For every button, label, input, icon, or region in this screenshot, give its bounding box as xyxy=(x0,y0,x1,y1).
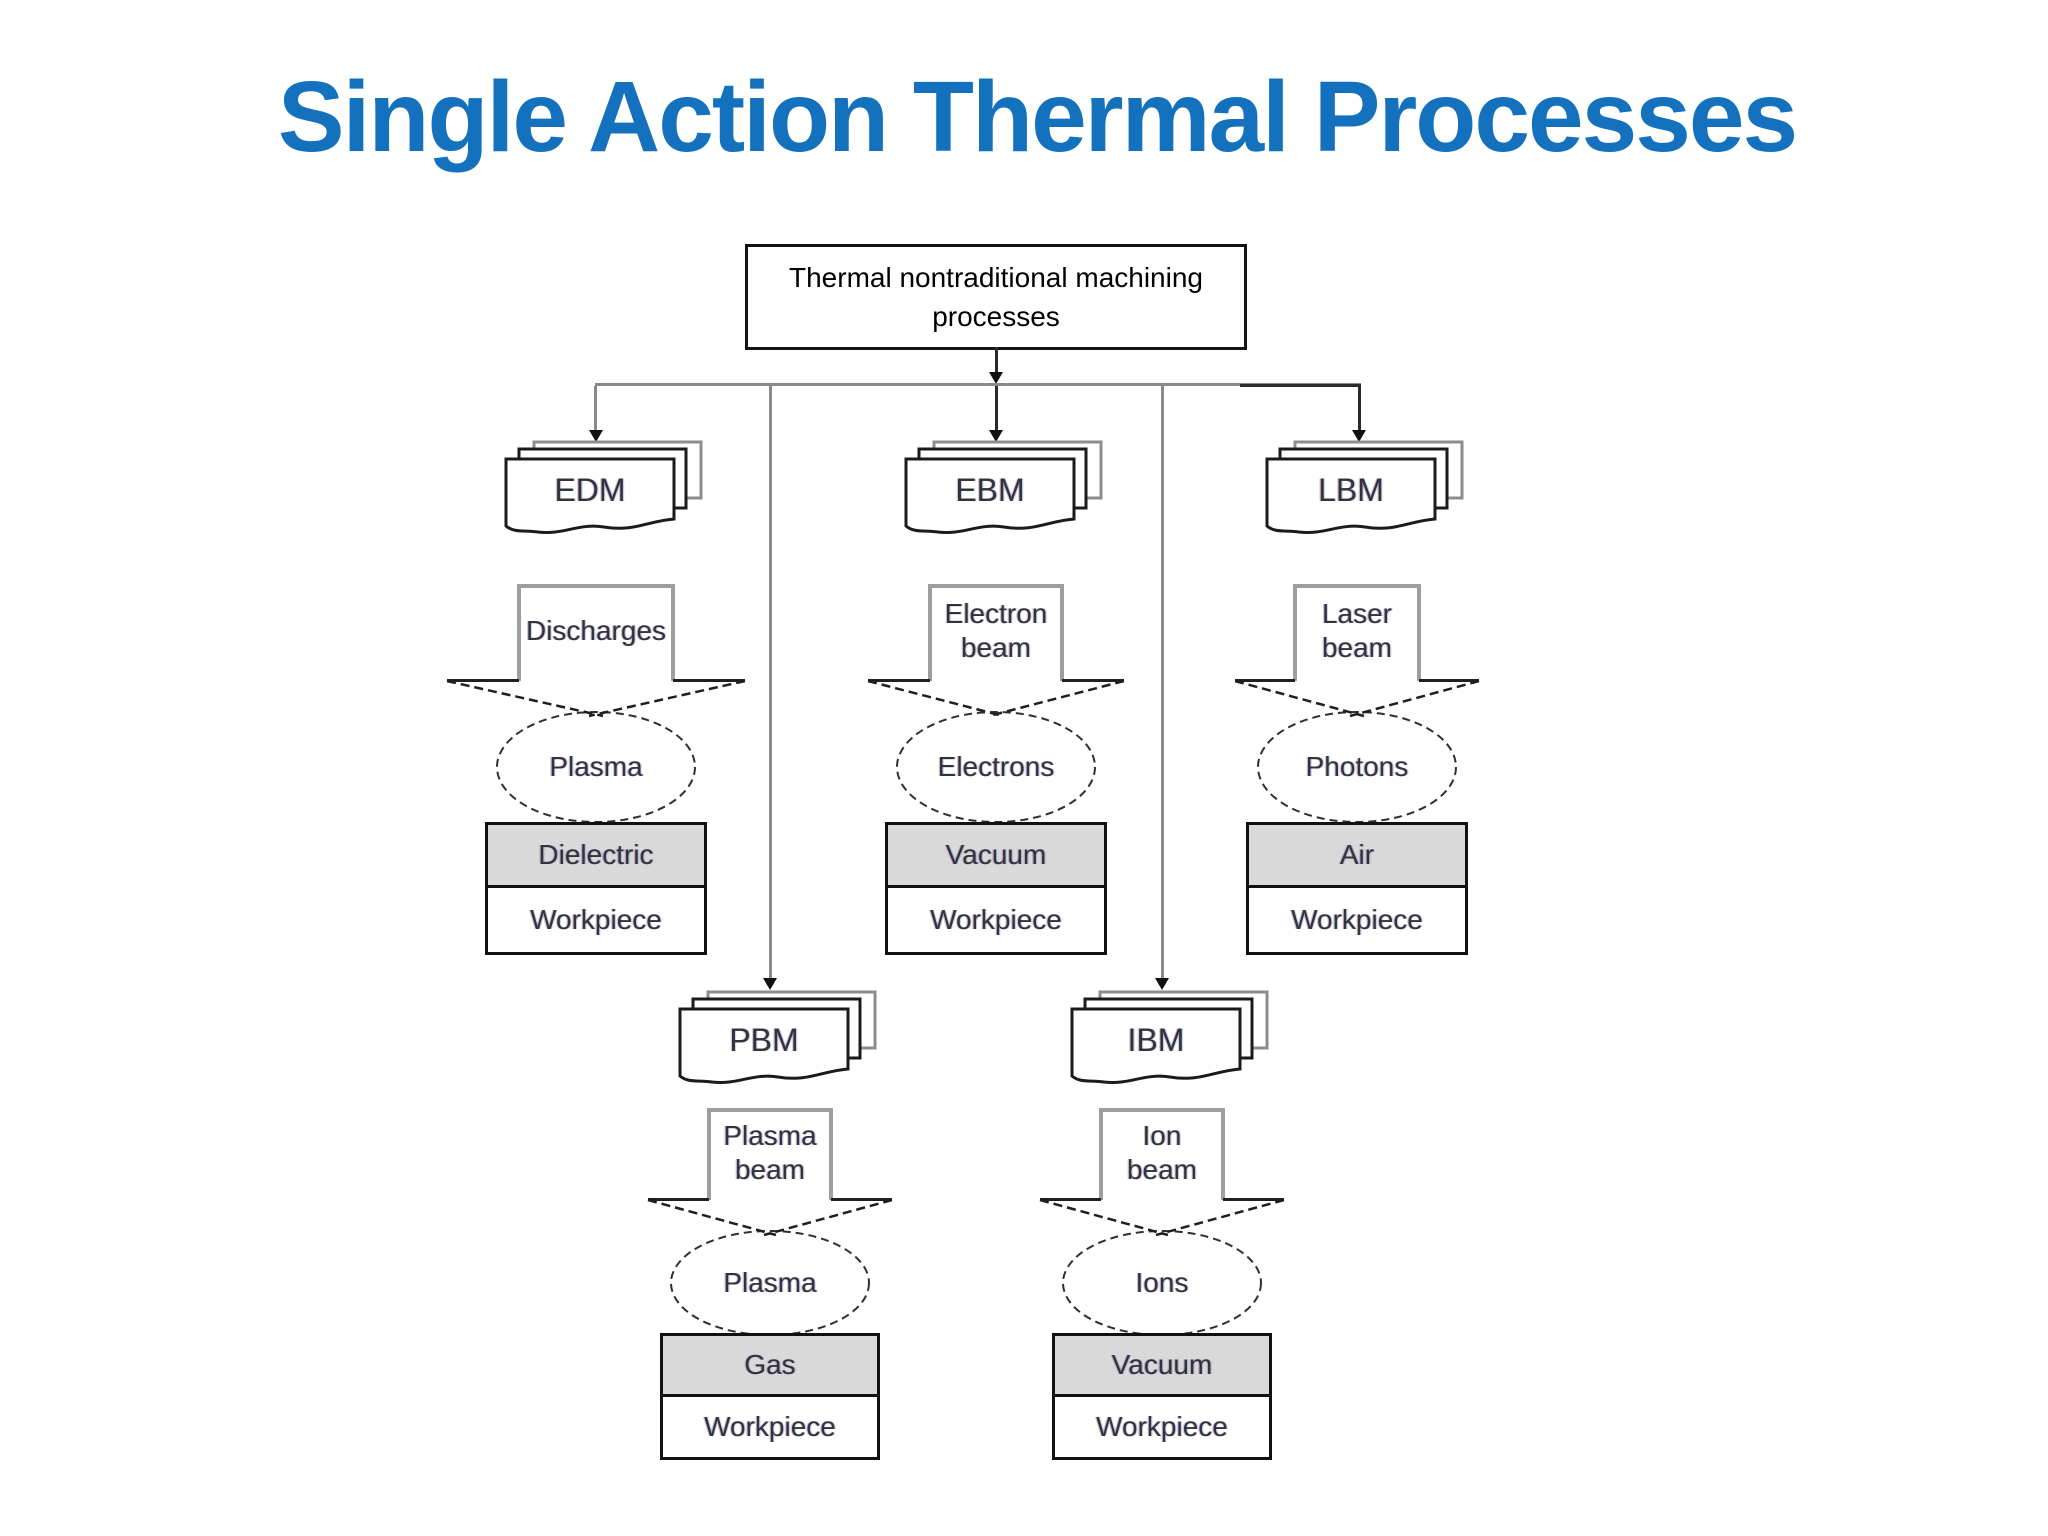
connector-horizontal-right xyxy=(1240,384,1361,387)
connector-root-vertical xyxy=(995,347,998,373)
arrowhead-icon xyxy=(763,978,777,990)
medium-box: Vacuum xyxy=(1052,1333,1272,1397)
down-arrow-and-ellipse-shape xyxy=(446,584,746,823)
connector-drop-ebm xyxy=(995,386,998,431)
arrowhead-icon xyxy=(989,372,1003,384)
page-title: Single Action Thermal Processes xyxy=(277,61,1798,173)
arrowhead-icon xyxy=(1352,430,1366,442)
medium-box: Dielectric xyxy=(485,822,707,888)
down-arrow-and-ellipse-shape xyxy=(1039,1108,1285,1336)
beam-label: Laser beam xyxy=(1321,598,1393,663)
medium-box: Vacuum xyxy=(885,822,1107,888)
document-stack-icon xyxy=(678,990,877,1084)
particles-label: Plasma xyxy=(549,751,643,782)
beam-label: Electron beam xyxy=(944,598,1048,663)
medium-box: Air xyxy=(1246,822,1468,888)
document-stack-icon xyxy=(1070,990,1269,1084)
particles-label: Photons xyxy=(1305,751,1409,782)
medium-box: Gas xyxy=(660,1333,880,1397)
particles-label: Plasma xyxy=(723,1267,817,1298)
down-arrow-and-ellipse-shape xyxy=(1234,584,1480,823)
document-stack-icon xyxy=(904,440,1103,534)
connector-drop-pbm xyxy=(769,386,772,978)
arrowhead-icon xyxy=(1155,978,1169,990)
workpiece-box: Workpiece xyxy=(485,885,707,955)
beam-label: Discharges xyxy=(525,615,667,647)
particles-label: Ions xyxy=(1135,1267,1189,1298)
workpiece-box: Workpiece xyxy=(885,885,1107,955)
node-root: Thermal nontraditional machining process… xyxy=(745,244,1247,350)
connector-horizontal xyxy=(595,383,1361,386)
workpiece-box: Workpiece xyxy=(660,1394,880,1460)
process-abbrev-label: LBM xyxy=(1318,471,1384,508)
arrowhead-icon xyxy=(989,430,1003,442)
process-abbrev-label: PBM xyxy=(729,1021,799,1058)
node-root-line1: Thermal nontraditional machining xyxy=(789,261,1203,293)
process-abbrev-label: EBM xyxy=(955,471,1025,508)
process-abbrev-label: IBM xyxy=(1127,1021,1185,1058)
document-stack-icon xyxy=(504,440,703,534)
arrowhead-icon xyxy=(589,430,603,442)
down-arrow-and-ellipse-shape xyxy=(867,584,1125,823)
node-root-line2: processes xyxy=(932,301,1060,332)
connector-drop-lbm xyxy=(1358,386,1361,431)
process-abbrev-label: EDM xyxy=(554,471,626,508)
document-stack-icon xyxy=(1265,440,1464,534)
connector-drop-ibm xyxy=(1161,386,1164,978)
workpiece-box: Workpiece xyxy=(1052,1394,1272,1460)
particles-label: Electrons xyxy=(937,751,1055,782)
connector-drop-edm xyxy=(594,386,597,431)
workpiece-box: Workpiece xyxy=(1246,885,1468,955)
beam-label: Plasma beam xyxy=(723,1119,817,1185)
beam-label: Ion beam xyxy=(1126,1119,1198,1185)
